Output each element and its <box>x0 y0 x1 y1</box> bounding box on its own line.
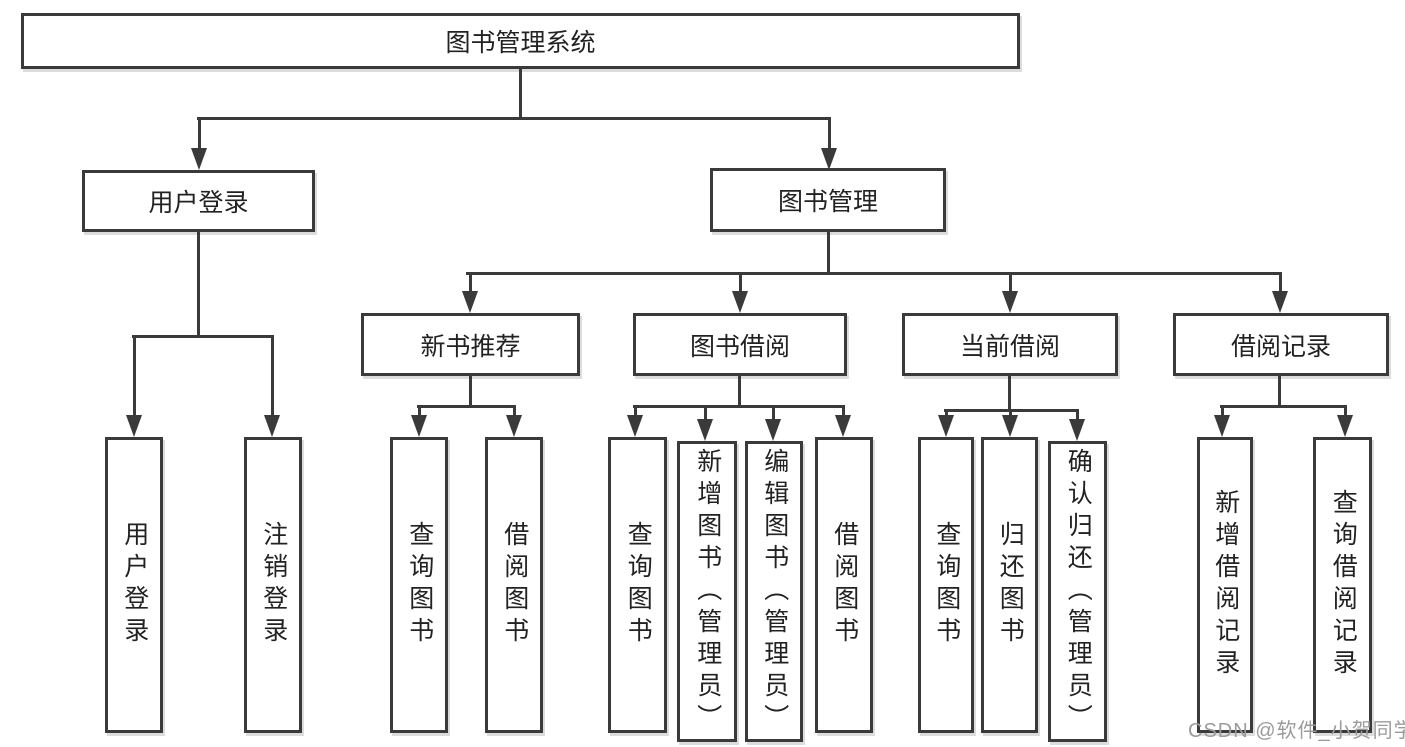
leaf-cb-query-books: 查询图书 <box>918 437 974 733</box>
arrowhead-icon <box>627 415 643 437</box>
arrow-to-current-borrow <box>1002 275 1018 313</box>
leaf-label: 查询借阅记录 <box>1329 489 1358 681</box>
arrowhead-icon <box>191 148 207 170</box>
connector-user-login-stem <box>197 232 200 336</box>
arrow-br-leaf-0 <box>1214 408 1230 437</box>
arrow-to-borrow-records <box>1272 275 1288 313</box>
arrow-to-leaf-login <box>126 337 142 437</box>
connector-borrow-records-bar <box>1220 405 1347 408</box>
node-root: 图书管理系统 <box>21 13 1020 69</box>
node-book-mgmt-label: 图书管理 <box>777 188 878 216</box>
node-new-book-rec: 新书推荐 <box>361 313 580 376</box>
node-book-mgmt: 图书管理 <box>710 168 946 232</box>
node-user-login-label: 用户登录 <box>148 189 249 217</box>
arrowhead-icon <box>1214 415 1230 437</box>
arrow-to-book-borrow <box>732 275 748 313</box>
connector-root-stem <box>519 69 522 118</box>
connector-book-borrow-stem <box>738 376 741 407</box>
arrowhead-icon <box>1002 291 1018 313</box>
arrowhead-icon <box>462 291 478 313</box>
leaf-nb-query-books: 查询图书 <box>390 437 448 733</box>
arrowhead-icon <box>765 419 781 441</box>
arrow-bb-leaf-2 <box>765 408 781 441</box>
leaf-bb-query-books: 查询图书 <box>608 437 667 733</box>
connector-book-mgmt-bar <box>466 272 1282 275</box>
leaf-cb-return-books: 归还图书 <box>981 437 1038 733</box>
arrowhead-icon <box>821 148 837 170</box>
leaf-bb-add-books-admin: 新增图书（管理员） <box>677 441 737 742</box>
arrowhead-icon <box>1002 415 1018 437</box>
watermark: CSDN @软件_小贺同学 <box>1188 720 1405 742</box>
leaf-nb-borrow-books: 借阅图书 <box>485 437 543 733</box>
arrowhead-icon <box>1272 291 1288 313</box>
arrowhead-icon <box>938 415 954 437</box>
arrowhead-icon <box>264 415 280 437</box>
arrowhead-icon <box>506 415 522 437</box>
connector-book-borrow-bar <box>633 405 845 408</box>
leaf-label: 确认归还（管理员） <box>1064 447 1093 736</box>
leaf-label: 编辑图书（管理员） <box>760 447 789 736</box>
arrow-br-leaf-1 <box>1337 408 1353 437</box>
node-root-label: 图书管理系统 <box>445 29 596 57</box>
connector-new-book-stem <box>469 376 472 407</box>
leaf-label: 查询图书 <box>624 521 653 649</box>
arrow-cb-leaf-2 <box>1069 412 1085 441</box>
arrow-to-book-mgmt <box>821 118 837 170</box>
node-current-borrow-label: 当前借阅 <box>959 332 1060 361</box>
arrow-bb-leaf-3 <box>835 408 851 437</box>
arrowhead-icon <box>411 415 427 437</box>
leaf-bb-borrow-books: 借阅图书 <box>815 437 873 733</box>
arrowhead-icon <box>1069 419 1085 441</box>
connector-current-borrow-bar <box>944 409 1079 412</box>
node-book-borrow-label: 图书借阅 <box>689 332 790 361</box>
arrow-cb-leaf-1 <box>1002 412 1018 437</box>
arrow-to-user-login <box>191 118 207 170</box>
leaf-br-add-record: 新增借阅记录 <box>1197 437 1253 733</box>
connector-current-borrow-stem <box>1008 376 1011 411</box>
connector-root-bar <box>197 117 831 120</box>
leaf-label: 归还图书 <box>996 521 1025 649</box>
connector-new-book-bar <box>417 405 516 408</box>
arrowhead-icon <box>126 415 142 437</box>
node-borrow-records-label: 借阅记录 <box>1230 332 1331 361</box>
leaf-br-query-record: 查询借阅记录 <box>1313 437 1372 733</box>
leaf-label: 用户登录 <box>120 521 149 649</box>
node-user-login: 用户登录 <box>82 170 315 232</box>
arrow-nb-leaf-1 <box>506 408 522 437</box>
connector-book-mgmt-stem <box>827 232 830 273</box>
leaf-logout: 注销登录 <box>244 437 302 733</box>
leaf-label: 查询图书 <box>932 521 961 649</box>
leaf-label: 注销登录 <box>259 521 288 649</box>
arrowhead-icon <box>697 419 713 441</box>
arrow-to-new-book-rec <box>462 275 478 313</box>
leaf-label: 新增借阅记录 <box>1211 489 1240 681</box>
arrow-cb-leaf-0 <box>938 412 954 437</box>
arrow-to-leaf-logout <box>264 337 280 437</box>
leaf-cb-confirm-return-admin: 确认归还（管理员） <box>1048 441 1107 742</box>
arrowhead-icon <box>835 415 851 437</box>
arrowhead-icon <box>1337 415 1353 437</box>
connector-user-login-bar <box>132 335 274 338</box>
node-current-borrow: 当前借阅 <box>902 313 1118 376</box>
arrowhead-icon <box>732 291 748 313</box>
node-new-book-rec-label: 新书推荐 <box>420 332 521 361</box>
leaf-bb-edit-books-admin: 编辑图书（管理员） <box>745 441 803 742</box>
leaf-label: 借阅图书 <box>830 521 859 649</box>
leaf-label: 新增图书（管理员） <box>693 447 722 736</box>
leaf-label: 借阅图书 <box>500 521 529 649</box>
arrow-nb-leaf-0 <box>411 408 427 437</box>
node-book-borrow: 图书借阅 <box>633 313 847 376</box>
connector-borrow-records-stem <box>1278 376 1281 407</box>
arrow-bb-leaf-0 <box>627 408 643 437</box>
leaf-label: 查询图书 <box>405 521 434 649</box>
leaf-user-login: 用户登录 <box>105 437 163 733</box>
node-borrow-records: 借阅记录 <box>1173 313 1389 376</box>
arrow-bb-leaf-1 <box>697 408 713 441</box>
